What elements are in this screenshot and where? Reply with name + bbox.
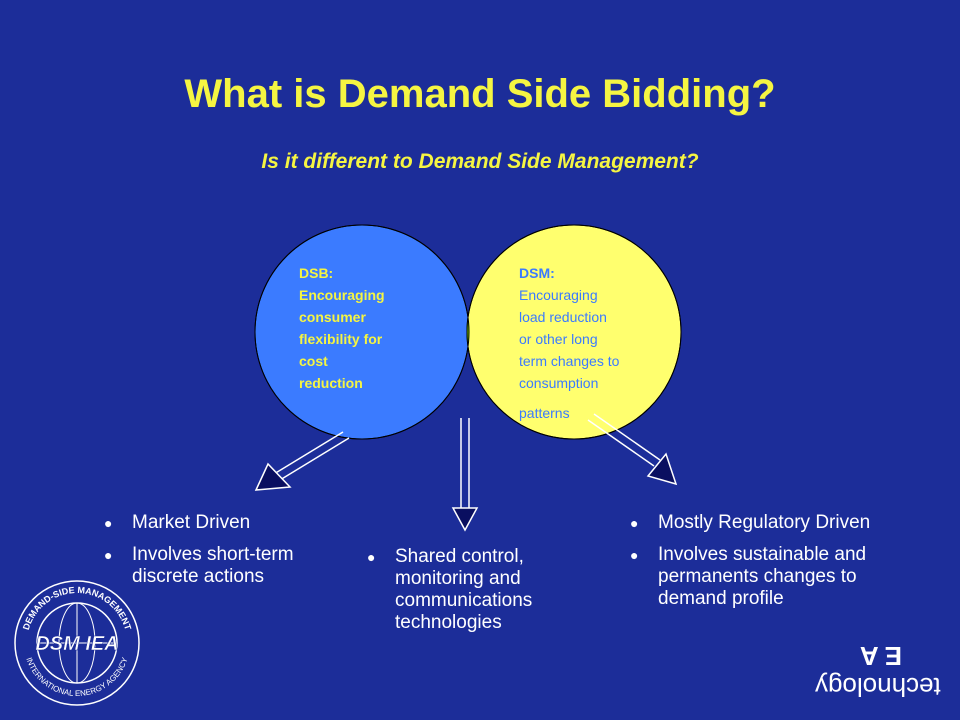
dsb-heading: DSB: xyxy=(299,265,334,281)
logo-mark: DSM IEA xyxy=(35,633,118,655)
bullet-icon: ● xyxy=(104,547,113,563)
shared-bullet-list: ●Shared control, monitoring and communic… xyxy=(367,546,597,644)
right-arrow xyxy=(587,413,678,486)
bullet-icon: ● xyxy=(367,549,376,565)
list-item: ●Involves sustainable and permanents cha… xyxy=(630,544,867,609)
dsb-line: consumer xyxy=(299,309,366,325)
dsb-description: DSB: Encouraging consumer flexibility fo… xyxy=(299,262,419,394)
dsm-line: consumption xyxy=(519,375,599,391)
dsm-iea-logo: DEMAND-SIDE MANAGEMENT INTERNATIONAL ENE… xyxy=(14,580,140,706)
dsb-bullet-list: ●Market Driven ●Involves short-term disc… xyxy=(104,512,364,598)
dsm-description: DSM: Encouraging load reduction or other… xyxy=(519,262,669,424)
tech-logo-text: technology xyxy=(815,672,941,702)
list-item: ●Mostly Regulatory Driven xyxy=(630,512,871,533)
list-item: ●Shared control, monitoring and communic… xyxy=(367,546,533,633)
list-item: ●Involves short-term discrete actions xyxy=(104,544,294,587)
dsb-line: Encouraging xyxy=(299,287,385,303)
slide-title: What is Demand Side Bidding? xyxy=(184,72,776,116)
dsm-line: load reduction xyxy=(519,309,607,325)
middle-arrow xyxy=(451,418,479,532)
bullet-icon: ● xyxy=(104,515,113,531)
dsb-line: reduction xyxy=(299,375,363,391)
dsb-line: cost xyxy=(299,353,328,369)
list-item: ●Market Driven xyxy=(104,512,251,533)
dsb-line: flexibility for xyxy=(299,331,383,347)
bullet-icon: ● xyxy=(630,547,639,563)
left-arrow xyxy=(254,431,350,491)
dsm-line: term changes to xyxy=(519,353,620,369)
slide-subtitle: Is it different to Demand Side Managemen… xyxy=(261,150,699,173)
bullet-icon: ● xyxy=(630,515,639,531)
tech-logo-mark: EA xyxy=(853,641,902,671)
dsm-line: patterns xyxy=(519,405,570,421)
dsm-bullet-list: ●Mostly Regulatory Driven ●Involves sust… xyxy=(630,512,930,620)
dsm-line: Encouraging xyxy=(519,287,598,303)
dsm-line: or other long xyxy=(519,331,598,347)
technology-logo: technology EA xyxy=(815,640,941,702)
dsm-heading: DSM: xyxy=(519,265,555,281)
